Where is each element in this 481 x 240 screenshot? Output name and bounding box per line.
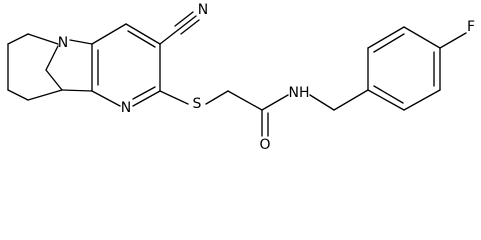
bond-c6-n5 — [132, 90, 161, 107]
bond-c8a-c8 — [91, 23, 127, 45]
bond-ch2-phenyl — [333, 89, 369, 111]
bond-s-ch2 — [205, 90, 229, 105]
fluorophenyl-ring-bonds — [367, 26, 467, 111]
bond-c6-s — [159, 90, 189, 105]
bond-n5-c4a — [91, 90, 121, 107]
pyridine-ring-bonds — [91, 23, 161, 107]
bond-ch2-carbonyl — [227, 90, 263, 111]
bond-c7-cn — [159, 29, 179, 45]
bond-ch2-top-ch2-left — [7, 33, 29, 45]
bond-ph-c4-f — [439, 32, 467, 49]
atom-label-amide-o: O — [259, 137, 270, 153]
bicyclic-cage-bonds — [7, 33, 93, 101]
atom-label-n-bridgehead: N — [58, 35, 68, 51]
atom-label-fluorine: F — [467, 19, 475, 35]
bond-c8-c7-inner — [127, 30, 156, 48]
bond-ph-c2-c3 — [367, 26, 405, 49]
chemical-structure-diagram: N N S N NH O F — [7, 2, 475, 153]
bond-ch2-bottom-bridgehead — [27, 89, 63, 101]
nitrile-triple-1 — [177, 15, 197, 31]
bond-n1-ring — [69, 39, 93, 45]
nitrile-bonds — [159, 11, 200, 45]
atom-label-nitrile-n: N — [198, 2, 208, 18]
atom-label-n-pyridine: N — [121, 100, 131, 116]
bond-n1-bridge-down — [45, 45, 59, 71]
bond-ch2-bottom-left — [7, 89, 29, 101]
atom-label-amide-nh: NH — [289, 85, 310, 101]
bond-bridgehead-ring — [61, 89, 93, 92]
bond-c8-c7 — [125, 23, 161, 45]
bond-nh-ch2 — [309, 94, 335, 111]
bond-carbonyl-nh — [261, 94, 289, 111]
nitrile-triple-2 — [174, 11, 194, 27]
side-chain-bonds — [159, 89, 369, 137]
bond-ph-c5-c6 — [403, 89, 441, 111]
bond-ph-c2-c3-inner — [373, 33, 405, 53]
bond-ph-c3-c4 — [403, 26, 441, 49]
bond-ph-c6-c1 — [367, 89, 405, 111]
atom-label-sulfur: S — [193, 96, 202, 112]
bond-ph-c6-c1-inner — [373, 85, 404, 104]
bond-bridge-ch-bridgehead — [45, 69, 63, 91]
nitrile-triple-3 — [180, 19, 200, 35]
bond-n1-ch2-top — [27, 33, 59, 45]
bond-c6-n5-inner — [132, 86, 156, 100]
